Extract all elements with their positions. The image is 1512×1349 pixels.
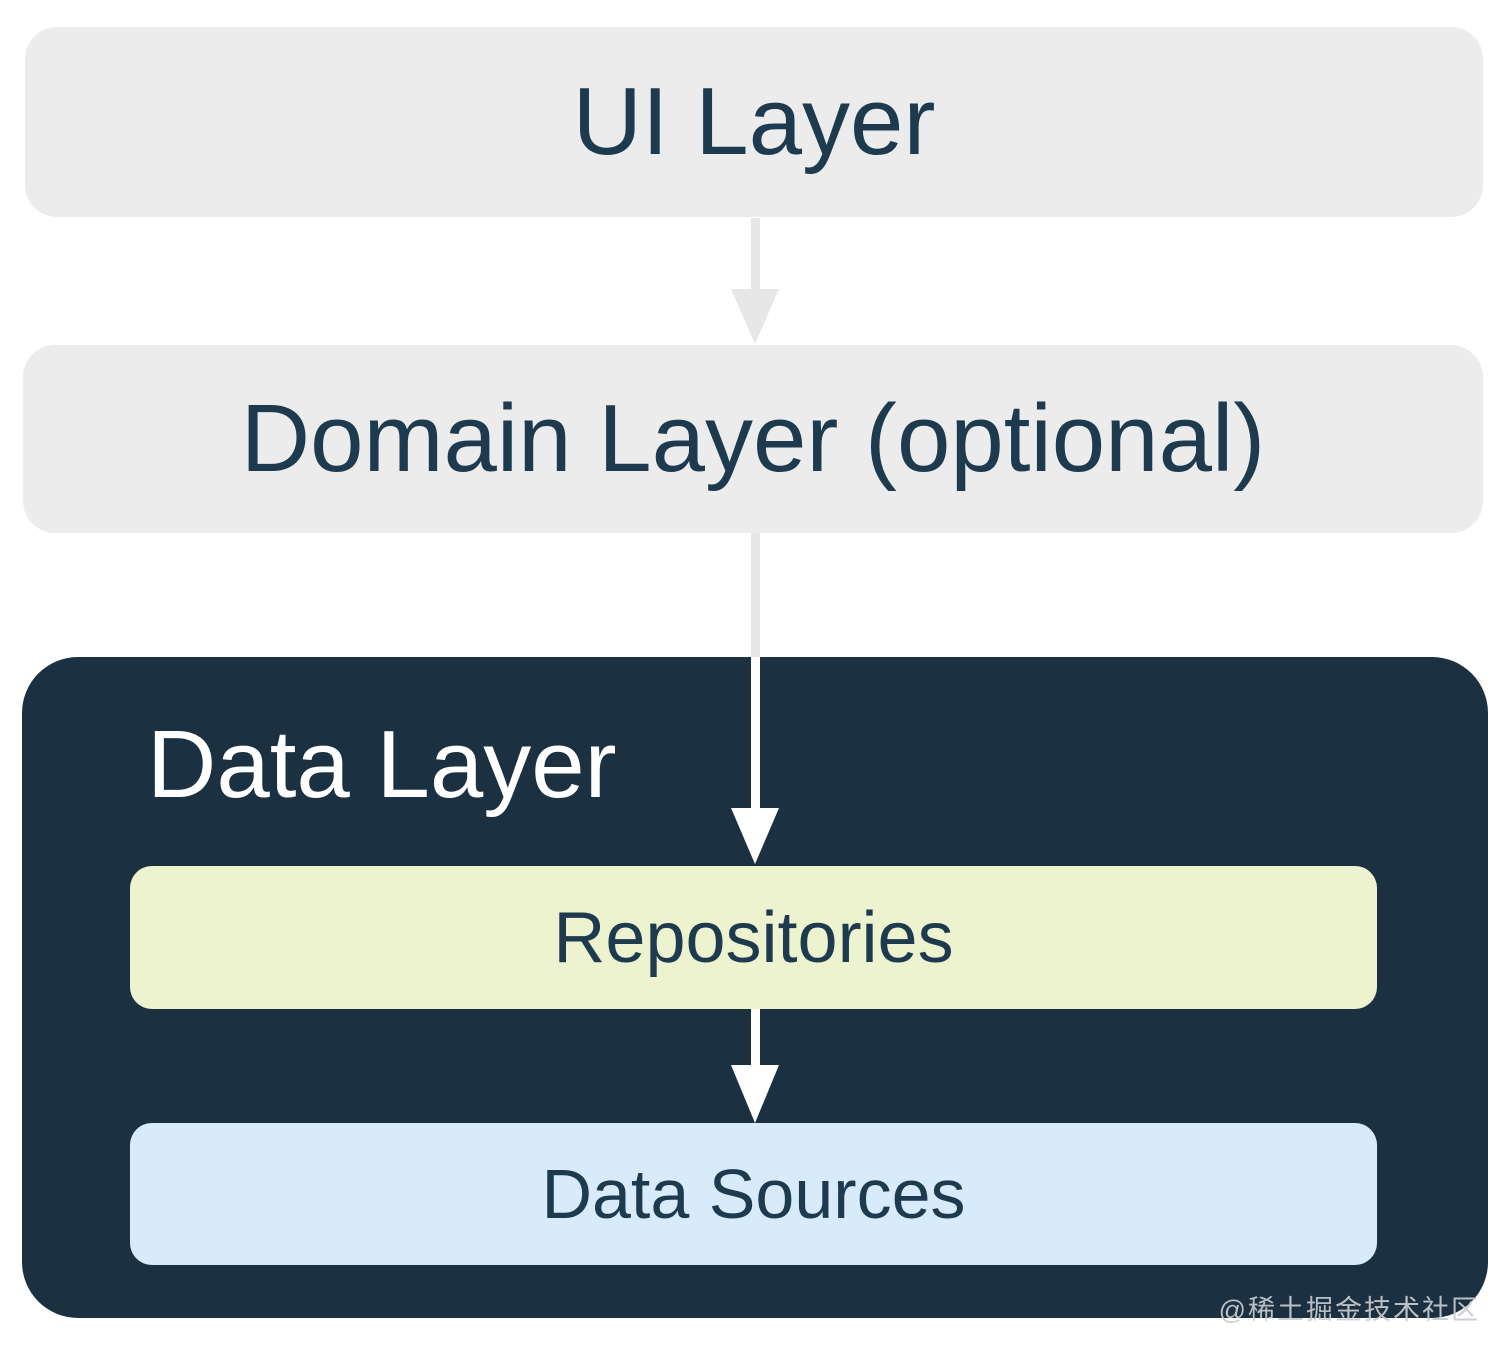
arrow-head (731, 1065, 779, 1123)
domain-layer-box: Domain Layer (optional) (23, 345, 1483, 533)
arrow-shaft (750, 1009, 760, 1065)
arrow-down-icon-repositories-to-data-sources (731, 1009, 779, 1123)
arrow-down-icon-domain-to-repositories (731, 657, 779, 864)
domain-layer-label: Domain Layer (optional) (240, 385, 1266, 492)
ui-layer-box: UI Layer (25, 27, 1483, 217)
arrow-down-icon-ui-to-domain (731, 218, 779, 344)
ui-layer-label: UI Layer (572, 68, 936, 175)
data-sources-label: Data Sources (541, 1155, 966, 1233)
arrow-shaft-domain-to-data (751, 533, 760, 657)
arrow-head (731, 289, 779, 344)
arrow-shaft (750, 657, 760, 808)
data-sources-box: Data Sources (130, 1123, 1377, 1265)
arrow-head (731, 808, 779, 864)
watermark-text: @稀土掘金技术社区 (1218, 1295, 1480, 1325)
repositories-box: Repositories (130, 866, 1377, 1009)
data-layer-label: Data Layer (147, 711, 617, 818)
repositories-label: Repositories (553, 897, 954, 978)
arrow-shaft (750, 218, 760, 289)
